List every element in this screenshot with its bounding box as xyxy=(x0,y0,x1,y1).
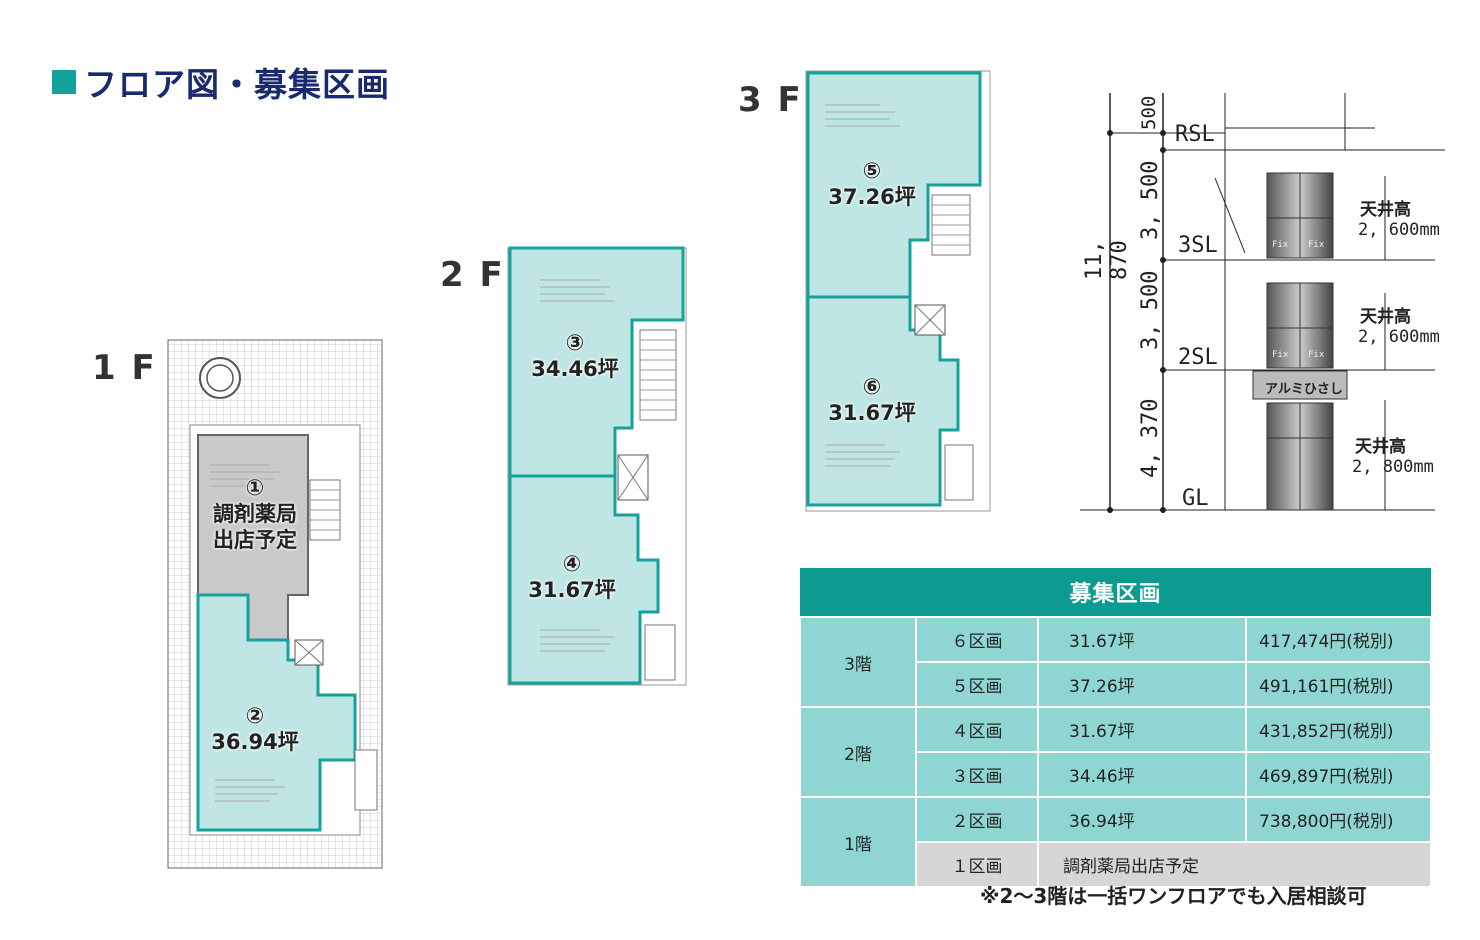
fix-label-3f-left: Fix xyxy=(1272,240,1289,250)
table-row: 3階 ６区画 31.67坪 417,474円(税別) xyxy=(799,616,1432,708)
elev-total-dim: 11, 870 xyxy=(1082,240,1132,280)
level-3sl: 3SL xyxy=(1178,233,1218,258)
price-cell: 469,897円(税別) xyxy=(1245,751,1432,798)
note-cell: 調剤薬局出店予定 xyxy=(1037,841,1432,888)
area-cell: 31.67坪 xyxy=(1037,616,1247,663)
price-cell: 738,800円(税別) xyxy=(1245,796,1432,843)
level-rsl: RSL xyxy=(1175,122,1215,147)
floor-plan-1f xyxy=(160,330,390,875)
awning-label: アルミひさし xyxy=(1265,382,1343,397)
table-row: ５区画 37.26坪 491,161円(税別) xyxy=(800,661,1432,708)
floor-cell: 1階 xyxy=(799,796,917,888)
area-cell: 37.26坪 xyxy=(1037,661,1247,708)
elev-dim-1f: 4, 370 xyxy=(1138,398,1163,478)
ceiling-label-1f: 天井高 xyxy=(1355,437,1406,457)
section-cell: ２区画 xyxy=(915,796,1039,843)
ceiling-label-3f: 天井高 xyxy=(1360,200,1411,220)
room-6-label: ⑥ 31.67坪 xyxy=(828,375,916,426)
floor-label-3f: 3 F xyxy=(738,80,803,120)
floor-plan-3f xyxy=(800,65,995,515)
ceiling-label-2f: 天井高 xyxy=(1360,307,1411,327)
floor-label-1f: 1 F xyxy=(92,348,157,388)
price-cell: 417,474円(税別) xyxy=(1245,616,1432,663)
footnote: ※2～3階は一括ワンフロアでも入居相談可 xyxy=(980,884,1367,908)
level-gl: GL xyxy=(1182,486,1209,511)
price-cell: 431,852円(税別) xyxy=(1245,706,1432,753)
floor-label-2f: 2 F xyxy=(440,255,505,295)
floor-cell: 3階 xyxy=(799,616,917,708)
table-row: ３区画 34.46坪 469,897円(税別) xyxy=(800,751,1432,798)
section-cell: １区画 xyxy=(915,841,1039,888)
section-cell: ６区画 xyxy=(915,616,1039,663)
level-2sl: 2SL xyxy=(1178,345,1218,370)
room-5-label: ⑤ 37.26坪 xyxy=(828,159,916,210)
elev-dim-top: 500 xyxy=(1138,95,1160,130)
price-cell: 491,161円(税別) xyxy=(1245,661,1432,708)
section-elevation xyxy=(1075,88,1445,522)
fix-label-3f-right: Fix xyxy=(1308,240,1325,250)
area-cell: 36.94坪 xyxy=(1037,796,1247,843)
room-3-label: ③ 34.46坪 xyxy=(531,331,619,382)
section-cell: ４区画 xyxy=(915,706,1039,753)
table-row: 1階 ２区画 36.94坪 738,800円(税別) xyxy=(799,796,1432,888)
section-cell: ５区画 xyxy=(915,661,1039,708)
fix-label-2f-left: Fix xyxy=(1272,350,1289,360)
room-1-label: ① 調剤薬局 出店予定 xyxy=(213,476,297,553)
page-title: フロア図・募集区画 xyxy=(52,58,390,106)
ceiling-value-1f: 2, 800mm xyxy=(1352,457,1434,477)
elev-dim-3f: 3, 500 xyxy=(1138,160,1163,240)
room-4-label: ④ 31.67坪 xyxy=(528,552,616,603)
title-square-icon xyxy=(52,70,76,94)
section-cell: ３区画 xyxy=(915,751,1039,798)
room-2-label: ② 36.94坪 xyxy=(211,704,299,755)
elev-dim-2f: 3, 500 xyxy=(1138,270,1163,350)
table-header: 募集区画 xyxy=(800,568,1431,617)
area-cell: 34.46坪 xyxy=(1037,751,1247,798)
ceiling-value-2f: 2, 600mm xyxy=(1358,327,1440,347)
floor-plan-2f xyxy=(500,240,695,690)
floor-cell: 2階 xyxy=(799,706,917,798)
recruitment-table: 募集区画 3階 ６区画 31.67坪 417,474円(税別) ５区画 37.2… xyxy=(799,568,1432,888)
table-row: 2階 ４区画 31.67坪 431,852円(税別) xyxy=(799,706,1432,798)
ceiling-value-3f: 2, 600mm xyxy=(1358,220,1440,240)
area-cell: 31.67坪 xyxy=(1037,706,1247,753)
fix-label-2f-right: Fix xyxy=(1308,350,1325,360)
table-row: １区画 調剤薬局出店予定 xyxy=(800,841,1432,888)
page-title-text: フロア図・募集区画 xyxy=(84,65,390,104)
